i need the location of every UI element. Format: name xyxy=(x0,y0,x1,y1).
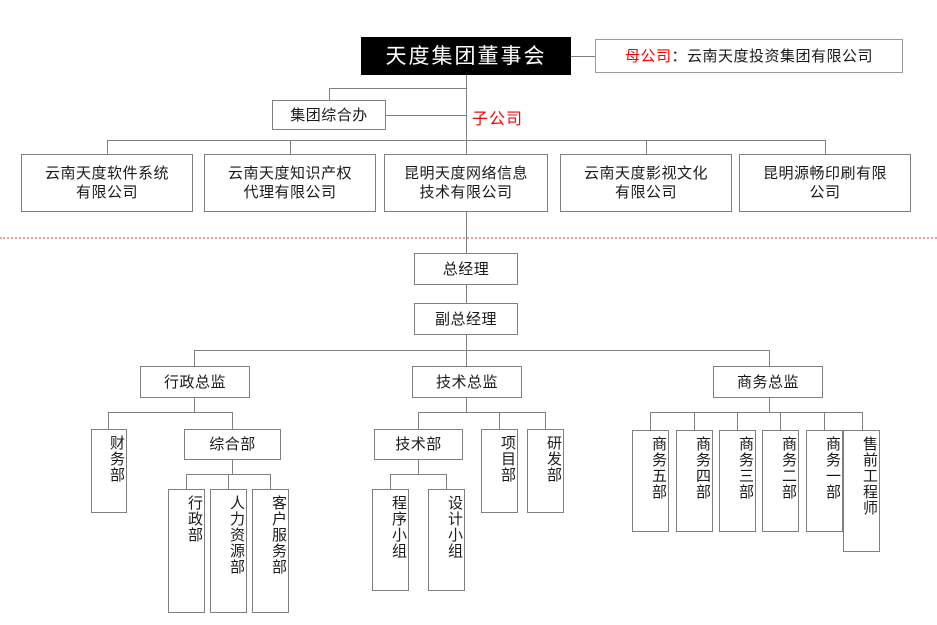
box-subsidiary-3-label: 昆明天度网络信息 技术有限公司 xyxy=(403,164,528,201)
parent-company-name: 云南天度投资集团有限公司 xyxy=(687,46,874,65)
box-tech-dept: 技术部 xyxy=(374,429,463,460)
section-divider xyxy=(0,237,937,239)
box-design-team: 设计小组 xyxy=(428,489,465,591)
trunk-root-to-subsidiary-bus xyxy=(466,88,467,140)
box-program-team: 程序小组 xyxy=(372,489,409,591)
box-deputy-general-manager: 副总经理 xyxy=(414,303,518,335)
business-drop-5 xyxy=(824,412,825,430)
tech-dept-drop-1 xyxy=(390,474,391,489)
box-subsidiary-5-label: 昆明源畅印刷有限 公司 xyxy=(762,164,887,201)
business-drop-4 xyxy=(780,412,781,430)
box-project-dept: 项目部 xyxy=(481,429,518,513)
box-subsidiary-4-label: 云南天度影视文化 有限公司 xyxy=(583,164,708,201)
box-general-dept: 综合部 xyxy=(184,429,281,460)
subsidiary-drop-3 xyxy=(466,140,467,154)
root-box-board: 天度集团董事会 xyxy=(361,37,571,75)
tech-dept-drop-2 xyxy=(446,474,447,489)
subsidiary-drop-1 xyxy=(107,140,108,154)
connector-group-office-to-sub-note xyxy=(386,115,466,116)
box-subsidiary-4: 云南天度影视文化 有限公司 xyxy=(560,154,732,212)
box-admin-dept: 行政部 xyxy=(168,489,205,613)
admin-branch-stem xyxy=(194,398,195,412)
box-customer-service-dept: 客户服务部 xyxy=(252,489,289,613)
connector-root-hbar xyxy=(329,88,466,89)
directors-bus xyxy=(194,350,769,351)
note-subsidiary-tag: 子公司 xyxy=(472,109,524,128)
admin-drop-general-dept xyxy=(232,412,233,429)
box-business-unit-2: 商务二部 xyxy=(762,430,799,532)
box-general-manager: 总经理 xyxy=(414,253,518,285)
tech-dept-stem xyxy=(418,460,419,474)
general-dept-stem xyxy=(232,460,233,474)
subsidiary-drop-2 xyxy=(290,140,291,154)
connector-root-stem xyxy=(466,75,467,88)
box-business-unit-3: 商务三部 xyxy=(719,430,756,532)
box-finance-dept: 财务部 xyxy=(91,429,127,513)
box-subsidiary-2: 云南天度知识产权 代理有限公司 xyxy=(204,154,376,212)
subsidiary-drop-5 xyxy=(825,140,826,154)
subsidiary-drop-4 xyxy=(646,140,647,154)
connector-group-office-up xyxy=(329,88,330,100)
tech-branch-bus xyxy=(418,412,545,413)
general-dept-drop-3 xyxy=(270,474,271,489)
general-dept-drop-1 xyxy=(186,474,187,489)
box-business-unit-1: 商务一部 xyxy=(806,430,843,532)
tech-branch-stem xyxy=(466,398,467,412)
business-drop-1 xyxy=(650,412,651,430)
tech-drop-rnd-dept xyxy=(545,412,546,429)
director-drop-admin xyxy=(194,350,195,366)
business-branch-stem xyxy=(769,398,770,412)
connector-root-to-parent-note xyxy=(571,56,595,57)
connector-gm-to-dgm xyxy=(466,285,467,303)
box-rnd-dept: 研发部 xyxy=(527,429,564,513)
connector-dgm-down xyxy=(466,335,467,350)
box-business-unit-4: 商务四部 xyxy=(676,430,713,532)
director-drop-business xyxy=(769,350,770,366)
box-subsidiary-1-label: 云南天度软件系统 有限公司 xyxy=(44,164,169,201)
admin-branch-bus xyxy=(108,412,232,413)
trunk-to-general-manager xyxy=(466,212,467,253)
box-group-office: 集团综合办 xyxy=(272,100,386,130)
director-drop-tech xyxy=(466,350,467,366)
box-subsidiary-2-label: 云南天度知识产权 代理有限公司 xyxy=(227,164,352,201)
box-presales-engineer: 售前工程师 xyxy=(843,430,880,552)
admin-drop-finance xyxy=(108,412,109,429)
parent-company-separator: ： xyxy=(671,46,687,65)
box-hr-dept: 人力资源部 xyxy=(210,489,247,613)
parent-company-tag: 母公司 xyxy=(624,46,672,65)
business-drop-6 xyxy=(862,412,863,430)
box-director-admin: 行政总监 xyxy=(140,366,250,398)
box-subsidiary-3: 昆明天度网络信息 技术有限公司 xyxy=(384,154,548,212)
box-subsidiary-1: 云南天度软件系统 有限公司 xyxy=(21,154,193,212)
box-director-business: 商务总监 xyxy=(713,366,823,398)
business-drop-2 xyxy=(694,412,695,430)
general-dept-drop-2 xyxy=(228,474,229,489)
tech-drop-project-dept xyxy=(499,412,500,429)
business-branch-bus xyxy=(650,412,862,413)
box-director-tech: 技术总监 xyxy=(412,366,522,398)
note-parent-company: 母公司：云南天度投资集团有限公司 xyxy=(595,39,903,73)
box-business-unit-5: 商务五部 xyxy=(632,430,669,532)
tech-drop-tech-dept xyxy=(418,412,419,429)
tech-dept-bus xyxy=(390,474,446,475)
business-drop-3 xyxy=(737,412,738,430)
box-subsidiary-5: 昆明源畅印刷有限 公司 xyxy=(739,154,911,212)
